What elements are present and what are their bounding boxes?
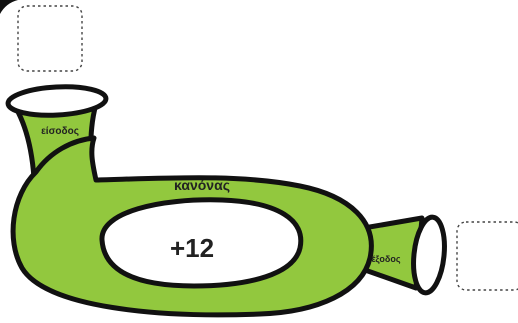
output-answer-box[interactable] [457, 222, 518, 290]
input-answer-box[interactable] [18, 6, 82, 71]
rule-value: +12 [170, 233, 214, 263]
rule-label: κανόνας [174, 177, 230, 193]
input-label: είσοδος [41, 126, 79, 137]
output-label: έξοδος [371, 254, 400, 264]
function-machine [7, 84, 448, 314]
corner-decoration [0, 0, 18, 14]
